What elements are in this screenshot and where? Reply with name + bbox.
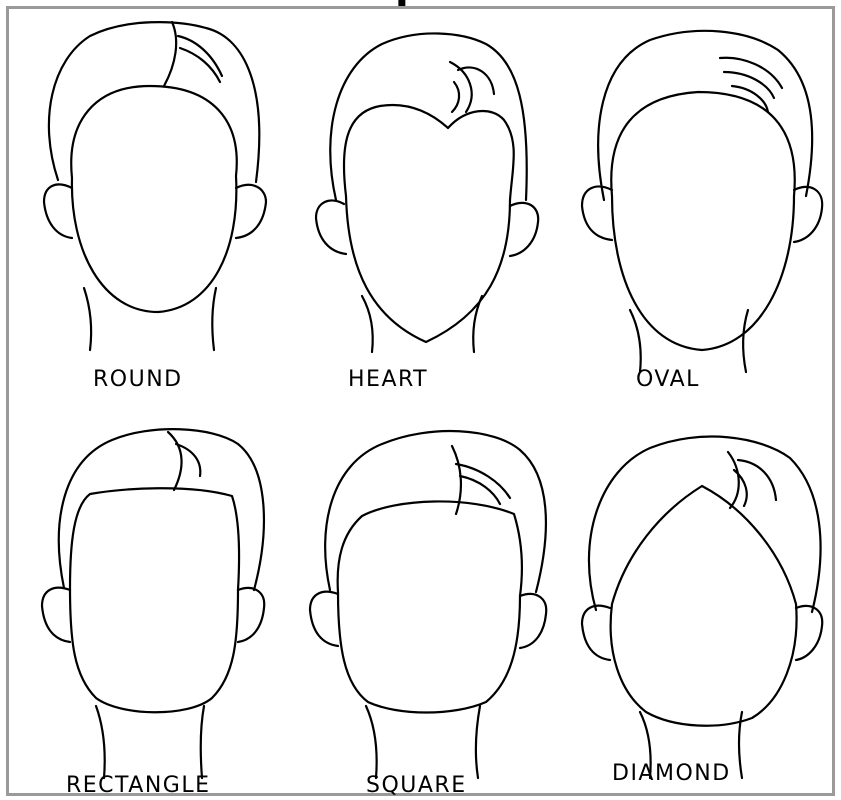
oval-ear-left — [582, 187, 612, 240]
round-hair-part — [164, 22, 222, 86]
face-heart — [316, 33, 538, 352]
round-ear-left — [44, 184, 72, 238]
diamond-hair-outer — [589, 437, 821, 612]
oval-hair-part — [720, 58, 782, 112]
face-rectangle — [42, 429, 264, 778]
label-heart: HEART — [348, 367, 428, 392]
heart-ear-left — [316, 200, 346, 254]
face-round — [44, 22, 266, 350]
diamond-hair-part — [728, 452, 776, 508]
heart-ear-right — [510, 203, 538, 256]
diamond-ear-left — [582, 606, 610, 660]
rectangle-ear-right — [238, 588, 264, 642]
rectangle-hair-part — [168, 432, 200, 490]
round-neck-right — [212, 288, 216, 350]
label-round: ROUND — [93, 367, 183, 392]
round-ear-right — [236, 185, 266, 238]
rectangle-face — [70, 488, 239, 712]
round-face — [71, 86, 237, 312]
square-neck-right — [476, 706, 480, 778]
square-ear-right — [520, 594, 546, 648]
oval-neck-right — [743, 310, 748, 372]
face-diamond — [582, 437, 822, 778]
rectangle-hair-outer — [59, 429, 264, 590]
label-diamond: DIAMOND — [612, 761, 731, 786]
face-oval — [582, 31, 822, 372]
diamond-face — [611, 486, 797, 726]
square-face — [338, 501, 522, 712]
heart-hair-part — [450, 62, 494, 112]
label-rectangle: RECTANGLE — [66, 773, 211, 798]
oval-neck-left — [630, 310, 641, 372]
square-hair-outer — [325, 431, 546, 592]
label-oval: OVAL — [636, 367, 700, 392]
round-hair-outer — [49, 22, 259, 182]
rectangle-neck-left — [96, 706, 105, 778]
oval-hair-outer — [598, 31, 812, 200]
rectangle-ear-left — [42, 588, 70, 642]
heart-neck-left — [362, 296, 373, 352]
rectangle-neck-right — [201, 706, 204, 778]
square-neck-left — [366, 706, 377, 778]
heart-face — [344, 105, 514, 342]
round-neck-left — [84, 288, 91, 350]
label-square: SQUARE — [366, 773, 467, 798]
oval-ear-right — [794, 187, 822, 242]
face-square — [310, 431, 546, 778]
square-ear-left — [310, 592, 338, 646]
oval-face — [611, 92, 794, 350]
diamond-ear-right — [796, 606, 822, 660]
